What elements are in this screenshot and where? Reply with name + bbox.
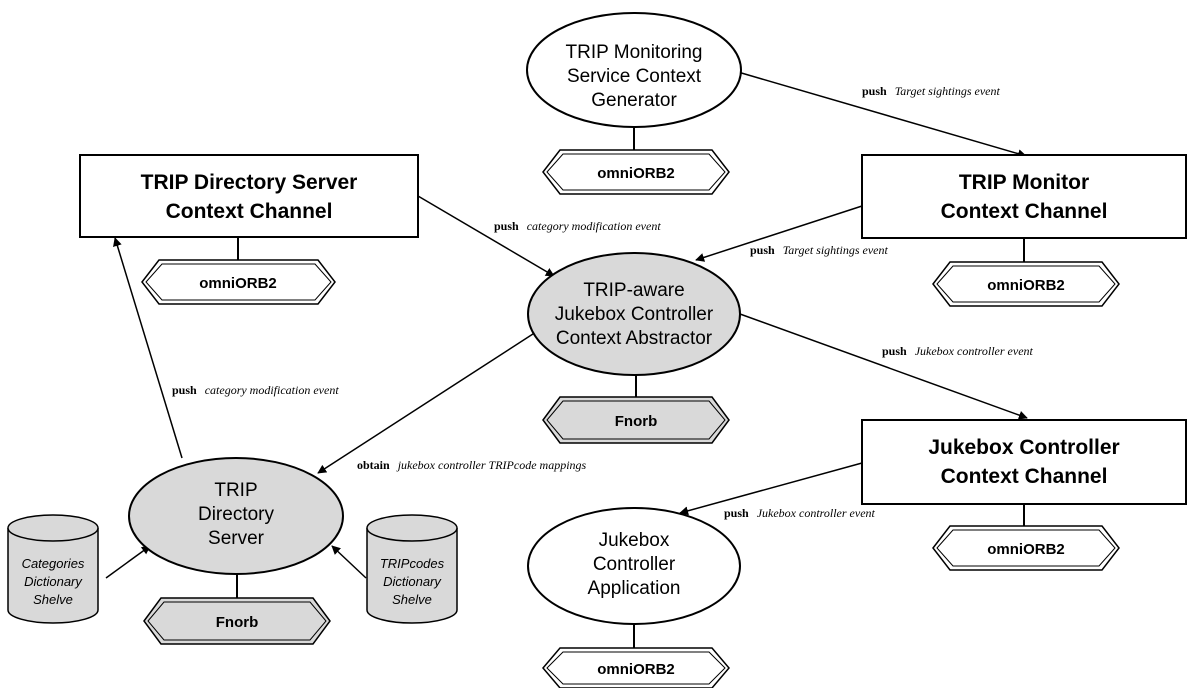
svg-text:Fnorb: Fnorb [615,413,658,430]
edge-label-dirserver-to-dirchan: push category modification event [172,381,339,398]
svg-text:TRIP Directory Server: TRIP Directory Server [141,171,358,194]
orb-badge-jukebox-abstractor: Fnorb [542,396,730,444]
svg-text:TRIPcodes: TRIPcodes [380,556,445,571]
svg-text:Context Abstractor: Context Abstractor [556,328,713,349]
monitoring-generator-node: TRIP Monitoring Service Context Generato… [526,12,742,128]
svg-text:omniORB2: omniORB2 [987,541,1065,558]
edge-abstractor-to-jukechan [739,313,1028,420]
svg-text:Jukebox: Jukebox [599,530,670,551]
orb-badge-directory-channel: omniORB2 [141,259,336,305]
edge-dirchan-to-abstractor [417,195,555,277]
svg-text:Shelve: Shelve [392,592,432,607]
edge-abstractor-to-dirserver [317,331,537,474]
edge-label-abstractor-to-jukechan: push Jukebox controller event [882,342,1034,359]
svg-text:Context Channel: Context Channel [166,200,333,223]
edge-gen-to-monitor [737,71,1027,159]
edge-label-dirchan-to-abstractor: push category modification event [494,217,661,234]
edge-jukechan-to-app [679,462,863,516]
svg-text:Server: Server [208,528,265,549]
svg-text:Shelve: Shelve [33,592,73,607]
svg-text:Dictionary: Dictionary [24,574,83,589]
monitor-channel-node: TRIP Monitor Context Channel [861,154,1187,239]
jukebox-app-node: Jukebox Controller Application [527,507,741,625]
tripcodes-db-cylinder: TRIPcodes Dictionary Shelve [366,514,458,624]
directory-channel-node: TRIP Directory Server Context Channel [79,154,419,238]
svg-text:TRIP-aware: TRIP-aware [583,280,684,301]
svg-text:Generator: Generator [591,90,677,111]
edge-monitor-to-abstractor [695,205,863,262]
orb-badge-monitoring-generator: omniORB2 [542,149,730,195]
edge-tripcodes-to-dirserver [331,545,367,579]
svg-text:Jukebox Controller: Jukebox Controller [928,436,1119,459]
svg-text:omniORB2: omniORB2 [199,275,277,292]
svg-text:Controller: Controller [593,554,676,575]
svg-text:Application: Application [588,578,681,599]
svg-text:omniORB2: omniORB2 [597,165,675,182]
jukebox-channel-node: Jukebox Controller Context Channel [861,419,1187,505]
orb-badge-jukebox-app: omniORB2 [542,647,730,688]
svg-text:Dictionary: Dictionary [383,574,442,589]
svg-text:omniORB2: omniORB2 [597,661,675,678]
svg-text:omniORB2: omniORB2 [987,277,1065,294]
svg-text:TRIP Monitor: TRIP Monitor [959,171,1089,194]
svg-text:Directory: Directory [198,504,275,525]
svg-text:Service Context: Service Context [567,66,702,87]
svg-text:Jukebox Controller: Jukebox Controller [555,304,714,325]
directory-server-node: TRIP Directory Server [128,457,344,575]
edge-label-gen-to-monitor: push Target sightings event [862,82,1000,99]
orb-badge-jukebox-channel: omniORB2 [932,525,1120,571]
edge-categories-to-dirserver [105,545,151,579]
svg-text:Context Channel: Context Channel [941,465,1108,488]
svg-text:Fnorb: Fnorb [216,614,259,631]
edge-dirserver-to-dirchan [113,237,183,459]
orb-badge-directory-server: Fnorb [143,597,331,645]
svg-text:TRIP: TRIP [214,480,257,501]
jukebox-abstractor-node: TRIP-aware Jukebox Controller Context Ab… [527,252,741,376]
svg-text:Context Channel: Context Channel [941,200,1108,223]
edge-label-jukechan-to-app: push Jukebox controller event [724,504,876,521]
svg-text:Categories: Categories [22,556,85,571]
categories-db-cylinder: Categories Dictionary Shelve [7,514,99,624]
edge-label-abstractor-to-dirserver: obtain jukebox controller TRIPcode mappi… [357,456,587,473]
svg-text:TRIP Monitoring: TRIP Monitoring [566,42,703,63]
orb-badge-monitor-channel: omniORB2 [932,261,1120,307]
edge-label-monitor-to-abstractor: push Target sightings event [750,241,888,258]
